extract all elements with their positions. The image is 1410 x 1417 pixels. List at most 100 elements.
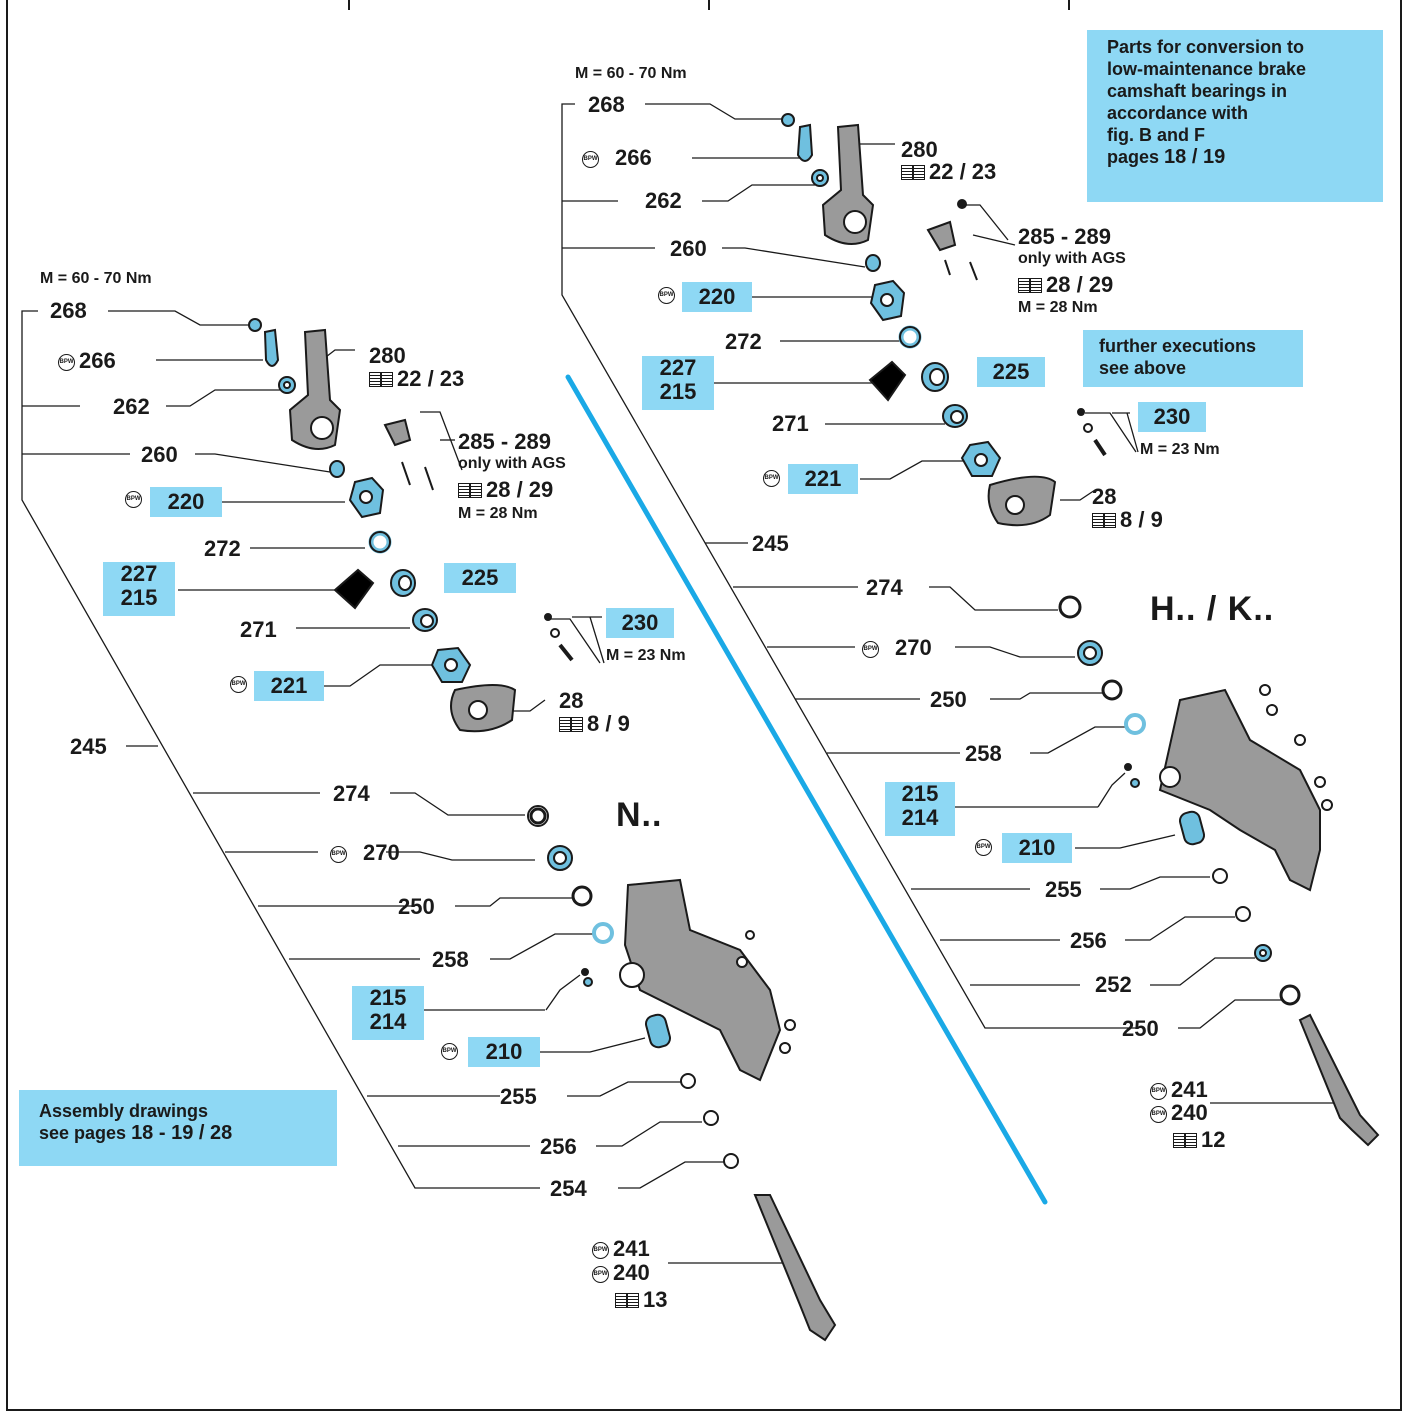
part-number-highlight: 221: [788, 464, 858, 494]
part-number: 256: [1070, 928, 1107, 953]
torque-spec: M = 28 Nm: [1018, 299, 1098, 316]
part-note: only with AGS: [458, 455, 566, 472]
catalogue-page-reference-icon: [901, 165, 925, 180]
torque-spec: M = 23 Nm: [606, 647, 686, 664]
part-number: 271: [772, 411, 809, 436]
part-number: 272: [725, 329, 762, 354]
conversion-note: Parts for conversion to low-maintenance …: [1087, 30, 1383, 202]
part-number: 274: [866, 575, 903, 600]
page-reference: 22 / 23: [369, 367, 464, 391]
bpw-original-part-icon: BPW: [592, 1265, 609, 1283]
bpw-original-part-icon: BPW: [1150, 1105, 1167, 1123]
part-number: 285 - 289: [458, 429, 551, 454]
part-number: 255: [1045, 877, 1082, 902]
torque-spec: M = 60 - 70 Nm: [40, 270, 152, 287]
header-divider: [348, 0, 350, 10]
part-number-highlight: 225: [977, 357, 1045, 387]
part-number: 252: [1095, 972, 1132, 997]
part-number: 268: [50, 298, 87, 323]
leader-lines-left: [21, 310, 785, 1264]
part-number: 254: [550, 1176, 587, 1201]
part-number: 250: [930, 687, 967, 712]
bpw-original-part-icon: BPW: [125, 491, 146, 509]
bpw-original-part-icon: BPW: [975, 839, 996, 857]
part-number: 262: [113, 394, 150, 419]
header-divider: [708, 0, 710, 10]
part-number: 274: [333, 781, 370, 806]
part-number: 250: [1122, 1016, 1159, 1041]
bpw-original-part-icon: BPW: [763, 470, 784, 488]
part-number: 260: [141, 442, 178, 467]
part-number: 272: [204, 536, 241, 561]
part-number-highlight: 210: [1002, 833, 1072, 863]
part-number: 271: [240, 617, 277, 642]
part-number: 262: [645, 188, 682, 213]
bpw-original-part-icon: BPW: [592, 1241, 609, 1259]
bpw-original-part-icon: BPW: [58, 353, 75, 371]
section-heading: H.. / K..: [1150, 590, 1275, 628]
catalogue-page-reference-icon: [1018, 278, 1042, 293]
torque-spec: M = 60 - 70 Nm: [575, 65, 687, 82]
catalogue-page-reference-icon: [1173, 1133, 1197, 1148]
bpw-original-part-icon: BPW: [330, 845, 347, 863]
part-note: only with AGS: [1018, 250, 1126, 267]
parts-right: [781, 113, 1380, 1147]
catalogue-page-reference-icon: [458, 483, 482, 498]
further-executions-note: further executions see above: [1083, 330, 1303, 387]
assembly-note: Assembly drawings see pages 18 - 19 / 28: [19, 1090, 337, 1166]
page-reference: 12: [1173, 1128, 1225, 1152]
bpw-original-part-icon: BPW: [230, 676, 251, 694]
bpw-original-part-icon: BPW: [862, 640, 879, 658]
torque-spec: M = 23 Nm: [1140, 441, 1220, 458]
part-number: 28: [1092, 484, 1117, 509]
bpw-original-part-icon: BPW: [1150, 1082, 1167, 1100]
catalogue-page-reference-icon: [615, 1293, 639, 1308]
page-reference: 8 / 9: [559, 712, 630, 736]
part-number: 260: [670, 236, 707, 261]
header-divider: [1068, 0, 1070, 10]
part-number: 285 - 289: [1018, 224, 1111, 249]
leader-lines-right: [561, 103, 1345, 1104]
page-frame: [6, 0, 1402, 1411]
part-number-highlight: 210: [468, 1037, 540, 1067]
part-number-highlight: 230: [1138, 402, 1206, 432]
part-number: 255: [500, 1084, 537, 1109]
part-number: 250: [398, 894, 435, 919]
parts-left: [248, 318, 837, 1342]
bpw-original-part-icon: BPW: [441, 1043, 462, 1061]
part-number-highlight: 220: [682, 282, 752, 312]
part-number: 258: [965, 741, 1002, 766]
catalogue-page-reference-icon: [559, 717, 583, 732]
divider-line: [565, 374, 1048, 1205]
page-reference: 8 / 9: [1092, 508, 1163, 532]
page-reference: 13: [615, 1288, 667, 1312]
page-reference: 28 / 29: [1018, 273, 1113, 297]
part-number: 245: [70, 734, 107, 759]
part-number: 28: [559, 688, 584, 713]
section-heading: N..: [616, 796, 663, 834]
part-number: 280: [369, 343, 406, 368]
catalogue-page-reference-icon: [1092, 513, 1116, 528]
part-number: 268: [588, 92, 625, 117]
page-reference: 28 / 29: [458, 478, 553, 502]
part-number-highlight: 225: [444, 563, 516, 593]
page-reference: 22 / 23: [901, 160, 996, 184]
part-number: 256: [540, 1134, 577, 1159]
part-number: 245: [752, 531, 789, 556]
bpw-original-part-icon: BPW: [582, 150, 599, 168]
torque-spec: M = 28 Nm: [458, 505, 538, 522]
bpw-original-part-icon: BPW: [658, 287, 679, 305]
part-number-highlight: 220: [150, 487, 222, 517]
